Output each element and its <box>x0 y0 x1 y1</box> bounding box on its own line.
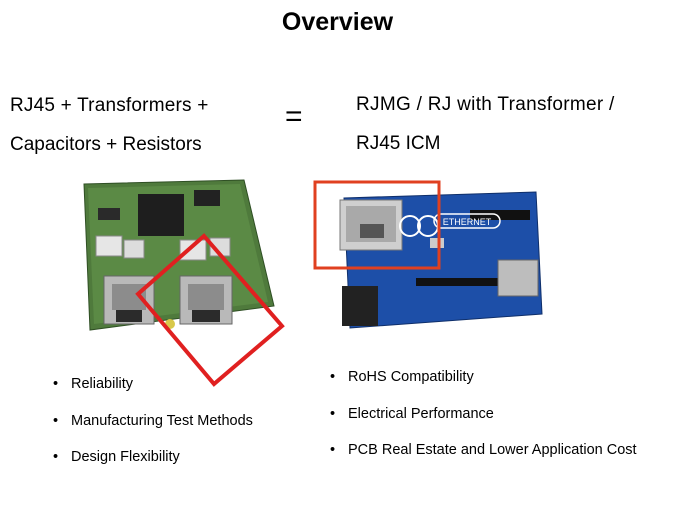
right-highlight-box <box>313 180 441 270</box>
left-bullet-item: Design Flexibility <box>53 449 253 486</box>
slide-title: Overview <box>281 8 394 36</box>
right-bullet-item: Electrical Performance <box>330 406 637 443</box>
right-bullet-item: PCB Real Estate and Lower Application Co… <box>330 442 637 479</box>
equals-sign: = <box>285 100 303 133</box>
left-heading-line1: RJ45 + Transformers + <box>10 95 209 116</box>
left-bullet-list: Reliability Manufacturing Test Methods D… <box>53 376 253 486</box>
left-bullet-item: Manufacturing Test Methods <box>53 413 253 450</box>
integrated-rj45-board-image: ETHERNET <box>339 191 543 329</box>
discrete-rj45-board-image <box>83 179 275 331</box>
right-heading-line1: RJMG / RJ with Transformer / <box>356 94 615 115</box>
ethernet-board-label: ETHERNET <box>443 217 492 227</box>
right-heading-line2: RJ45 ICM <box>356 133 441 154</box>
left-bullet-item: Reliability <box>53 376 253 413</box>
right-bullet-list: RoHS Compatibility Electrical Performanc… <box>330 369 637 479</box>
left-highlight-diamond <box>135 233 285 387</box>
left-heading-line2: Capacitors + Resistors <box>10 134 202 155</box>
right-bullet-item: RoHS Compatibility <box>330 369 637 406</box>
